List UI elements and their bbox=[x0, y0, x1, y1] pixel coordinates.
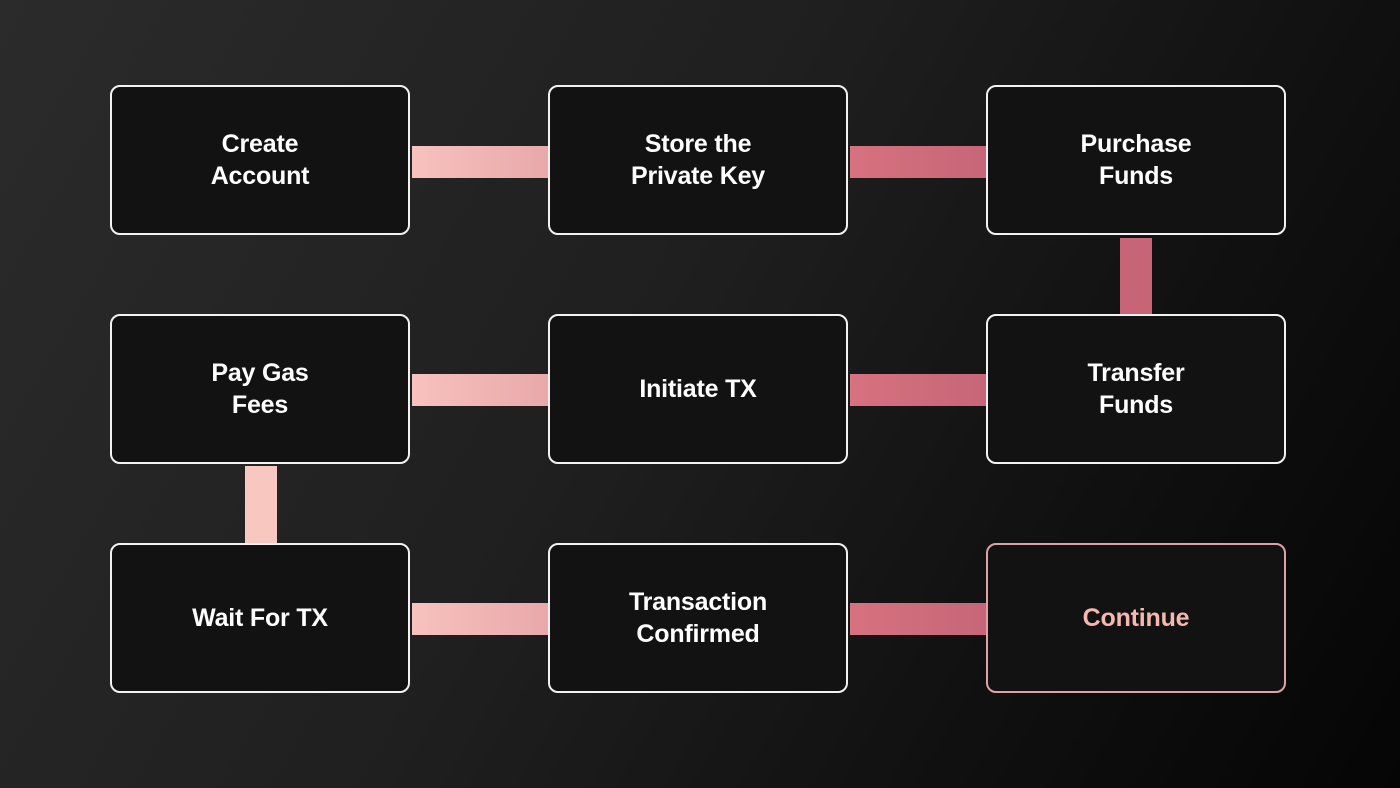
connector-transfer-to-initiate bbox=[850, 374, 987, 406]
step-label: Store the Private Key bbox=[631, 128, 765, 192]
step-label: Transfer Funds bbox=[1087, 357, 1184, 421]
step-label-line: Initiate TX bbox=[639, 375, 757, 403]
step-label: Create Account bbox=[211, 128, 310, 192]
step-store-private-key: Store the Private Key bbox=[548, 85, 848, 235]
step-purchase-funds: Purchase Funds bbox=[986, 85, 1286, 235]
step-label-line: Funds bbox=[1099, 391, 1173, 419]
step-label-line: Wait For TX bbox=[192, 604, 328, 632]
step-wait-for-tx: Wait For TX bbox=[110, 543, 410, 693]
step-label-line: Funds bbox=[1099, 162, 1173, 190]
step-label-line: Purchase bbox=[1080, 130, 1192, 158]
step-label-line: Pay Gas bbox=[211, 359, 309, 387]
step-label-line: Confirmed bbox=[636, 620, 760, 648]
connector-create-to-store bbox=[412, 146, 549, 178]
step-label: Transaction Confirmed bbox=[629, 586, 767, 650]
connector-store-to-purchase bbox=[850, 146, 987, 178]
connector-purchase-to-transfer bbox=[1120, 238, 1152, 316]
step-label: Purchase Funds bbox=[1081, 128, 1192, 192]
connector-confirmed-to-continue bbox=[850, 603, 987, 635]
step-label: Initiate TX bbox=[639, 373, 756, 405]
step-transfer-funds: Transfer Funds bbox=[986, 314, 1286, 464]
step-label: Pay Gas Fees bbox=[211, 357, 308, 421]
step-label-line: Continue bbox=[1082, 604, 1190, 632]
step-label-line: Account bbox=[210, 162, 310, 190]
connector-initiate-to-paygas bbox=[412, 374, 549, 406]
step-label-line: Create bbox=[221, 130, 299, 158]
step-create-account: Create Account bbox=[110, 85, 410, 235]
connector-wait-to-confirmed bbox=[412, 603, 549, 635]
connector-paygas-to-wait bbox=[245, 466, 277, 544]
step-label-line: Transaction bbox=[628, 588, 768, 616]
step-label-line: Fees bbox=[231, 391, 289, 419]
step-initiate-tx: Initiate TX bbox=[548, 314, 848, 464]
step-label-line: Transfer bbox=[1087, 359, 1185, 387]
step-continue: Continue bbox=[986, 543, 1286, 693]
step-label: Continue bbox=[1083, 602, 1190, 634]
step-pay-gas-fees: Pay Gas Fees bbox=[110, 314, 410, 464]
step-label-line: Store the bbox=[644, 130, 752, 158]
step-label-line: Private Key bbox=[631, 162, 765, 190]
step-transaction-confirmed: Transaction Confirmed bbox=[548, 543, 848, 693]
step-label: Wait For TX bbox=[192, 602, 328, 634]
